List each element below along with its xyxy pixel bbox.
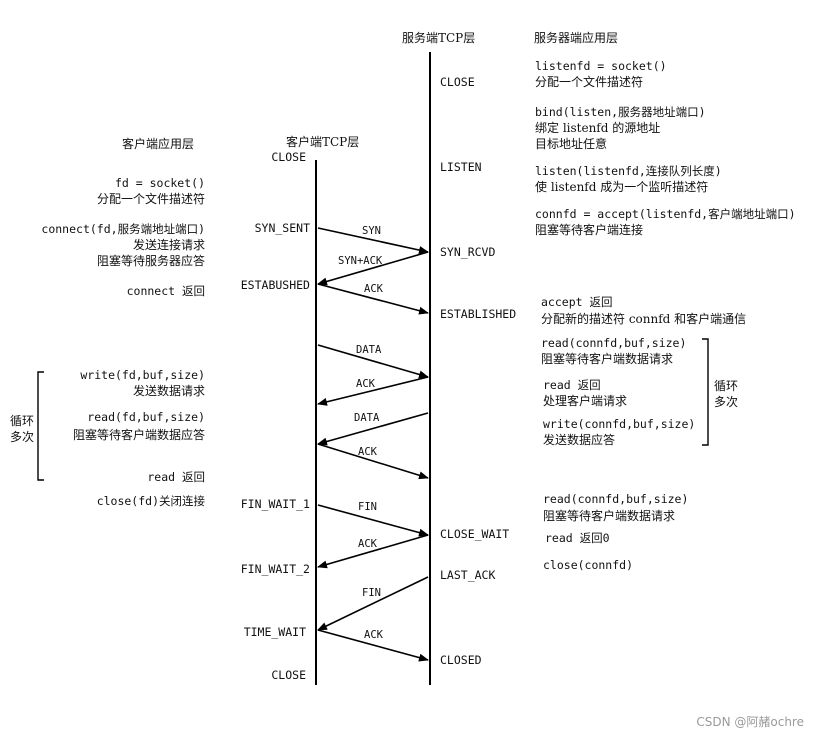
server-state-syn-rcvd: SYN_RCVD — [440, 245, 496, 259]
msg-ack-3: ACK — [358, 446, 377, 458]
msg-syn-ack: SYN+ACK — [338, 255, 383, 267]
client-state-close-top: CLOSE — [271, 150, 306, 164]
client-tcp-header: 客户端TCP层 — [286, 135, 360, 149]
server-accept-call: connfd = accept(listenfd,客户端地址端口) — [535, 207, 796, 221]
client-close-call: close(fd)关闭连接 — [96, 494, 205, 508]
server-write-desc: 发送数据应答 — [543, 433, 616, 447]
client-connect-return: connect 返回 — [126, 284, 205, 298]
server-loop-label-1: 循环 — [714, 379, 739, 393]
server-read-return-desc: 处理客户端请求 — [543, 394, 628, 408]
client-read-call: read(fd,buf,size) — [87, 410, 205, 424]
client-connect-call: connect(fd,服务端地址端口) — [41, 222, 205, 236]
server-accept-return: accept 返回 — [541, 295, 613, 309]
msg-fin-1: FIN — [358, 501, 377, 513]
client-loop-label-1: 循环 — [10, 414, 35, 428]
server-accept-desc: 阻塞等待客户端连接 — [535, 223, 644, 237]
server-bind-desc-1: 绑定 listenfd 的源地址 — [535, 121, 661, 135]
arrow-syn-ack — [317, 251, 429, 286]
server-write-call: write(connfd,buf,size) — [543, 417, 696, 431]
client-state-fin-wait-1: FIN_WAIT_1 — [240, 497, 310, 511]
msg-fin-2: FIN — [362, 587, 381, 599]
server-state-last-ack: LAST_ACK — [440, 568, 496, 582]
client-loop-bracket — [37, 371, 44, 481]
server-state-established: ESTABLISHED — [440, 307, 517, 321]
server-bind-desc-2: 目标地址任意 — [535, 137, 608, 151]
msg-syn: SYN — [362, 225, 381, 237]
msg-ack-5: ACK — [364, 629, 383, 641]
server-socket-desc: 分配一个文件描述符 — [535, 75, 644, 89]
client-socket-call: fd = socket() — [114, 176, 205, 190]
client-connect-desc-1: 发送连接请求 — [132, 238, 205, 252]
client-read-return: read 返回 — [147, 470, 205, 484]
client-connect-desc-2: 阻塞等待服务器应答 — [96, 254, 205, 268]
server-state-close-wait: CLOSE_WAIT — [440, 527, 510, 541]
msg-ack-1: ACK — [364, 283, 383, 295]
arrow-ack-4 — [317, 534, 429, 569]
client-state-established: ESTABUSHED — [240, 278, 310, 292]
arrow-ack-1 — [317, 283, 429, 315]
server-read-call-2: read(connfd,buf,size) — [543, 492, 689, 506]
server-socket-call: listenfd = socket() — [535, 59, 667, 73]
client-state-syn-sent: SYN_SENT — [254, 221, 310, 235]
arrow-data-1 — [317, 344, 429, 379]
arrow-ack-3 — [317, 443, 429, 480]
msg-data-1: DATA — [356, 344, 382, 356]
client-app-header: 客户端应用层 — [122, 137, 195, 151]
client-write-desc: 发送数据请求 — [132, 384, 205, 398]
msg-ack-4: ACK — [358, 538, 377, 550]
server-state-listen: LISTEN — [440, 160, 482, 174]
client-read-desc: 阻塞等待客户端数据应答 — [72, 428, 205, 442]
arrow-fin-2 — [317, 576, 429, 631]
msg-data-2: DATA — [354, 412, 380, 424]
client-state-time-wait: TIME_WAIT — [243, 625, 306, 639]
server-state-closed: CLOSED — [440, 653, 482, 667]
arrow-data-2 — [317, 412, 429, 446]
arrow-fin-1 — [317, 504, 429, 537]
client-write-call: write(fd,buf,size) — [80, 368, 205, 382]
server-read-return-0: read 返回0 — [545, 531, 610, 545]
server-bind-call: bind(listen,服务器地址端口) — [535, 105, 706, 119]
client-state-fin-wait-2: FIN_WAIT_2 — [240, 562, 310, 576]
server-loop-bracket — [702, 338, 709, 446]
arrow-syn — [317, 227, 429, 254]
arrow-ack-2 — [317, 376, 429, 406]
client-socket-desc: 分配一个文件描述符 — [96, 192, 205, 206]
server-close-call: close(connfd) — [543, 558, 634, 572]
server-listen-desc: 使 listenfd 成为一个监听描述符 — [535, 180, 709, 194]
client-state-close-bottom: CLOSE — [271, 668, 306, 682]
server-read-return: read 返回 — [543, 378, 601, 392]
client-loop-label-2: 多次 — [10, 430, 35, 444]
server-accept-return-desc: 分配新的描述符 connfd 和客户端通信 — [541, 312, 747, 326]
server-read-desc-2: 阻塞等待客户端数据请求 — [543, 509, 676, 523]
server-app-header: 服务器端应用层 — [534, 31, 619, 45]
server-tcp-header: 服务端TCP层 — [402, 31, 476, 45]
server-loop-label-2: 多次 — [714, 395, 739, 409]
server-state-close: CLOSE — [440, 75, 475, 89]
server-read-call-1: read(connfd,buf,size) — [541, 336, 687, 350]
arrow-ack-5 — [317, 629, 429, 662]
server-listen-call: listen(listenfd,连接队列长度) — [535, 164, 722, 178]
server-read-desc-1: 阻塞等待客户端数据请求 — [541, 352, 674, 366]
watermark-text: CSDN @阿赭ochre — [696, 715, 804, 729]
msg-ack-2: ACK — [356, 378, 375, 390]
